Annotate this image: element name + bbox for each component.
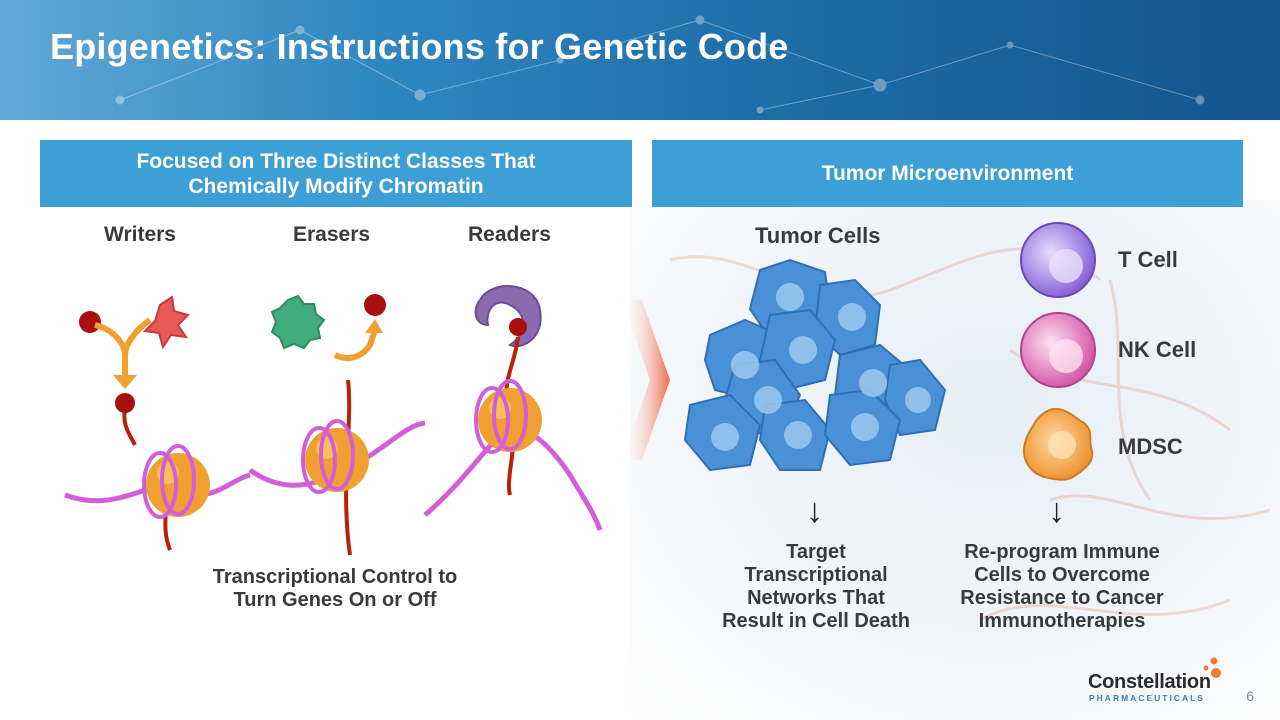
writers-label: Writers xyxy=(104,223,176,246)
page-title: Epigenetics: Instructions for Genetic Co… xyxy=(50,26,789,67)
erasers-illustration xyxy=(248,294,426,556)
mdsc-icon xyxy=(1022,407,1094,481)
logo-name: Constellation xyxy=(1088,671,1211,693)
nk-cell-label: NK Cell xyxy=(1118,337,1197,362)
classes-band: Focused on Three Distinct Classes That C… xyxy=(40,140,632,207)
erasers-label: Erasers xyxy=(293,223,371,246)
page-number: 6 xyxy=(1246,688,1254,704)
nk-cell-icon xyxy=(1020,312,1096,388)
tumor-microenvironment-band: Tumor Microenvironment xyxy=(652,140,1243,207)
mdsc-label: MDSC xyxy=(1118,434,1183,459)
t-cell-label: T Cell xyxy=(1118,247,1178,272)
network-pattern xyxy=(115,15,1205,114)
immune-reprogram-caption: Re-program Immune Cells to Overcome Resi… xyxy=(960,541,1164,632)
tumor-down-arrow-icon: ↓ xyxy=(806,492,823,530)
writers-illustration xyxy=(64,295,251,551)
readers-label: Readers xyxy=(468,223,551,246)
chevron-right-icon xyxy=(622,300,670,460)
immune-down-arrow-icon: ↓ xyxy=(1048,492,1065,530)
tumor-cell-cluster xyxy=(683,258,947,472)
constellation-logo: Constellation PHARMACEUTICALS xyxy=(1088,655,1228,705)
classes-band-title: Focused on Three Distinct Classes That C… xyxy=(136,149,536,198)
logo-subtitle: PHARMACEUTICALS xyxy=(1089,693,1205,703)
header-banner: Epigenetics: Instructions for Genetic Co… xyxy=(0,0,1280,120)
tumor-microenvironment-title: Tumor Microenvironment xyxy=(821,162,1074,185)
t-cell-icon xyxy=(1020,222,1096,298)
tumor-cells-label: Tumor Cells xyxy=(755,223,881,248)
transcriptional-control-caption: Transcriptional Control to Turn Genes On… xyxy=(212,566,458,611)
tumor-target-caption: Target Transcriptional Networks That Res… xyxy=(722,541,910,632)
readers-illustration xyxy=(423,285,603,531)
logo-dots-icon xyxy=(1203,657,1221,678)
